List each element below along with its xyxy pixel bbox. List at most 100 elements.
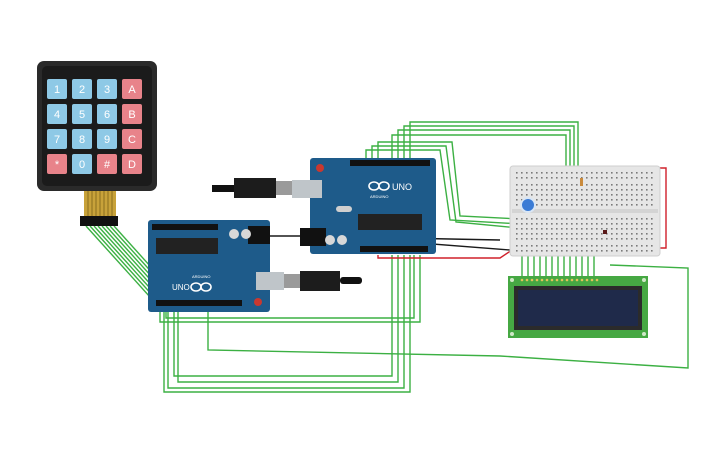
keypad-key[interactable]: C [122, 129, 142, 149]
keypad-key[interactable]: B [122, 104, 142, 124]
breadboard-hole [531, 223, 533, 225]
keypad-key[interactable]: 6 [97, 104, 117, 124]
breadboard-hole [636, 204, 638, 206]
breadboard-hole [571, 238, 573, 240]
breadboard-hole [646, 177, 648, 179]
reset-button-top[interactable] [316, 164, 324, 172]
breadboard-hole [591, 228, 593, 230]
breadboard-hole [581, 238, 583, 240]
breadboard-hole [536, 233, 538, 235]
breadboard-hole [611, 218, 613, 220]
breadboard-hole [551, 204, 553, 206]
arduino-uno-bottom[interactable]: UNO ARDUINO [148, 220, 362, 312]
breadboard-hole [581, 177, 583, 179]
breadboard-hole [651, 177, 653, 179]
breadboard-hole [651, 223, 653, 225]
breadboard-hole [571, 223, 573, 225]
breadboard-hole [516, 194, 518, 196]
breadboard-hole [541, 204, 543, 206]
breadboard-hole [626, 238, 628, 240]
breadboard-hole [551, 223, 553, 225]
breadboard-hole [611, 184, 613, 186]
breadboard-hole [596, 250, 598, 252]
keypad-key[interactable]: 0 [72, 154, 92, 174]
keypad-key-face [47, 154, 67, 174]
breadboard-hole [606, 228, 608, 230]
usb-plug-top [234, 178, 276, 198]
breadboard-hole [631, 250, 633, 252]
breadboard-hole [556, 199, 558, 201]
breadboard-hole [531, 238, 533, 240]
breadboard-hole [566, 177, 568, 179]
keypad-ribbon-wires [85, 225, 179, 298]
breadboard-hole [626, 223, 628, 225]
breadboard-hole [526, 194, 528, 196]
keypad-key[interactable]: 2 [72, 79, 92, 99]
keypad-key[interactable]: A [122, 79, 142, 99]
breadboard-hole [636, 238, 638, 240]
breadboard-hole [561, 250, 563, 252]
keypad-key-face [97, 104, 117, 124]
arduino-bottom-brand-label: ARDUINO [192, 274, 210, 279]
potentiometer[interactable] [520, 197, 536, 213]
keypad-key[interactable]: 3 [97, 79, 117, 99]
breadboard-hole [566, 250, 568, 252]
breadboard-hole [536, 199, 538, 201]
lcd-pin [565, 278, 569, 282]
breadboard-hole [576, 194, 578, 196]
keypad-key[interactable]: 5 [72, 104, 92, 124]
lcd-pin [575, 278, 579, 282]
atmega-chip-bottom [156, 238, 218, 254]
lcd-16x2[interactable] [508, 276, 648, 338]
breadboard-hole [651, 204, 653, 206]
breadboard[interactable] [509, 165, 661, 257]
breadboard-hole [546, 199, 548, 201]
breadboard-hole [636, 194, 638, 196]
breadboard-hole [541, 184, 543, 186]
breadboard-hole [651, 238, 653, 240]
breadboard-hole [536, 223, 538, 225]
breadboard-hole [646, 204, 648, 206]
keypad-key[interactable]: * [47, 154, 67, 174]
breadboard-hole [551, 177, 553, 179]
breadboard-hole [636, 218, 638, 220]
breadboard-hole [646, 223, 648, 225]
reset-button-bottom[interactable] [254, 298, 262, 306]
breadboard-hole [581, 189, 583, 191]
keypad-key[interactable]: 9 [97, 129, 117, 149]
breadboard-hole [621, 199, 623, 201]
breadboard-hole [626, 245, 628, 247]
keypad-key[interactable]: # [97, 154, 117, 174]
led-component [603, 230, 607, 234]
breadboard-hole [536, 184, 538, 186]
breadboard-hole [611, 238, 613, 240]
lcd-screen [518, 290, 638, 326]
keypad-key[interactable]: 4 [47, 104, 67, 124]
breadboard-hole [586, 233, 588, 235]
breadboard-hole [606, 199, 608, 201]
keypad-key[interactable]: 8 [72, 129, 92, 149]
keypad-key-label: 4 [54, 109, 60, 121]
breadboard-hole [651, 172, 653, 174]
breadboard-hole [541, 189, 543, 191]
breadboard-hole [606, 194, 608, 196]
breadboard-hole [541, 245, 543, 247]
keypad-key[interactable]: D [122, 154, 142, 174]
arduino-uno-top[interactable]: UNO ARDUINO [212, 158, 436, 254]
keypad-key-face [47, 104, 67, 124]
arduino-top-brand-label: ARDUINO [370, 194, 388, 199]
breadboard-hole [611, 228, 613, 230]
breadboard-hole [566, 218, 568, 220]
breadboard-hole [571, 233, 573, 235]
breadboard-hole [566, 223, 568, 225]
keypad-key[interactable]: 7 [47, 129, 67, 149]
keypad-key[interactable]: 1 [47, 79, 67, 99]
breadboard-hole [546, 184, 548, 186]
breadboard-hole [646, 245, 648, 247]
breadboard-hole [556, 238, 558, 240]
breadboard-hole [546, 204, 548, 206]
breadboard-hole [531, 194, 533, 196]
breadboard-hole [601, 238, 603, 240]
lcd-pin [540, 278, 544, 282]
